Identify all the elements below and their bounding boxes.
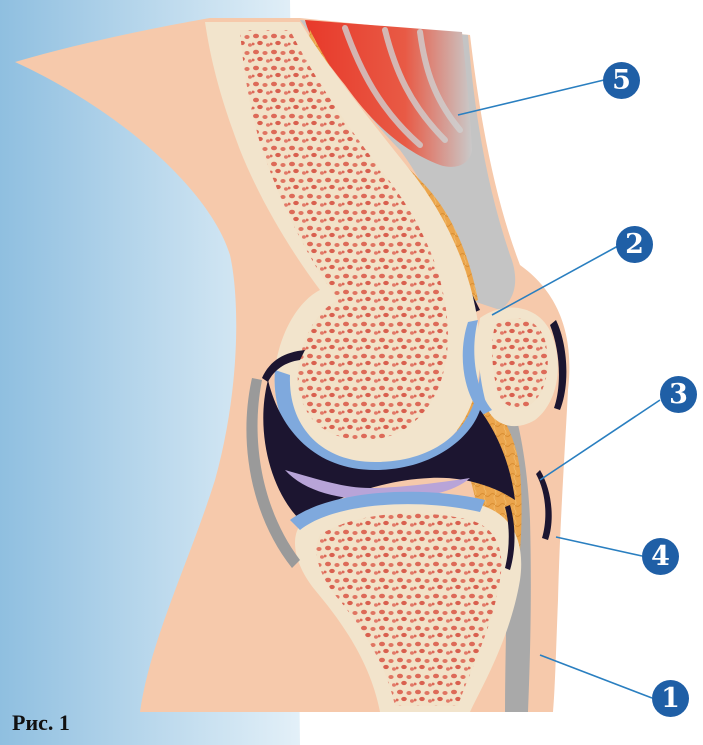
marker-1: 1 [652, 680, 689, 717]
marker-3: 3 [660, 376, 697, 413]
figure-caption: Рис. 1 [12, 710, 70, 736]
marker-2: 2 [616, 226, 653, 263]
marker-5: 5 [603, 62, 640, 99]
marker-4: 4 [642, 538, 679, 575]
patella-marrow [492, 318, 548, 408]
